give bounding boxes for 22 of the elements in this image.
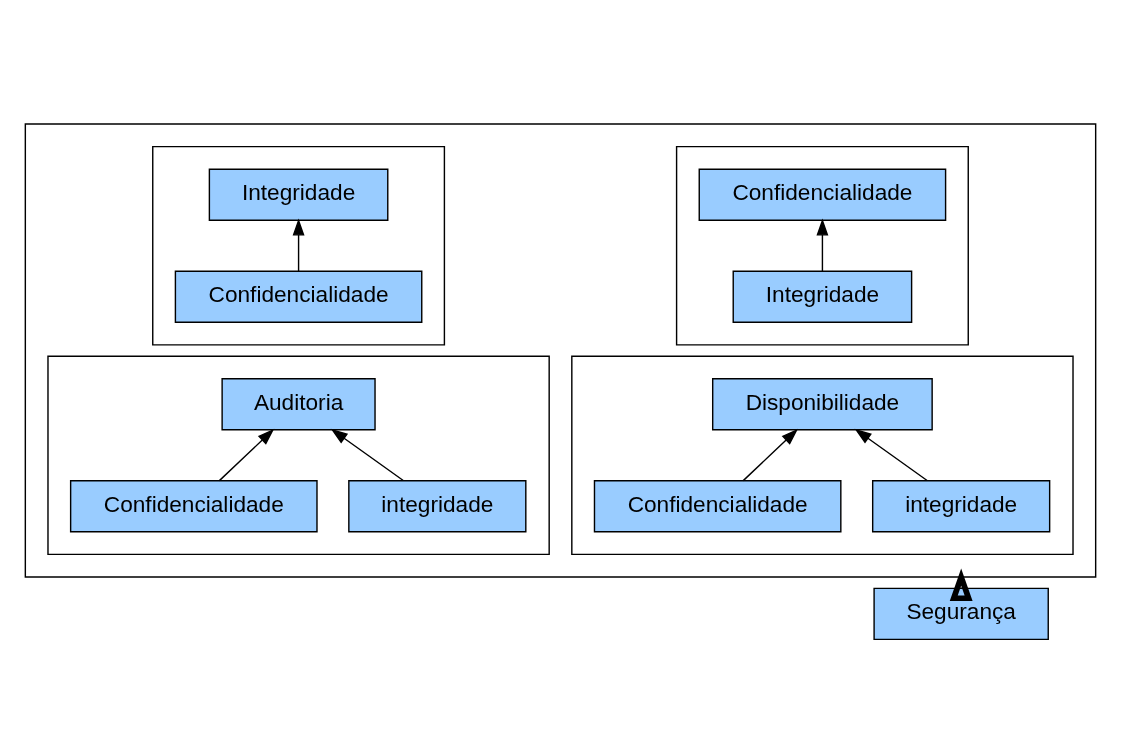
arrow [292,218,305,272]
node-box: Confidencialidade [174,270,423,323]
arrow [816,218,829,272]
cluster [47,354,550,555]
node-box: Confidencialidade [698,168,947,221]
arrow [742,428,799,481]
node-box: Integridade [208,168,389,221]
arrow [218,428,275,481]
cluster [675,145,969,346]
node-box: integridade [871,479,1051,532]
node-box: integridade [348,479,527,532]
node-box: Disponibilidade [712,377,933,430]
cluster [24,122,1097,578]
node-box: Confidencialidade [69,479,318,532]
node-box: Auditoria [221,377,376,430]
node-box: Confidencialidade [593,479,842,532]
arrow [854,428,928,481]
arrow [949,567,973,601]
cluster [152,145,446,346]
cluster [571,354,1074,555]
node-box: Integridade [732,270,913,323]
arrow [330,428,404,481]
